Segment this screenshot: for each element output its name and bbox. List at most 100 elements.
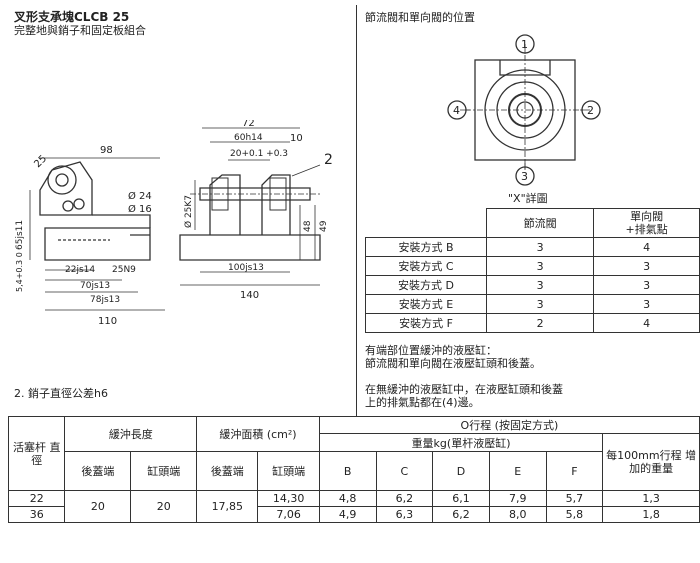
dim-49: 49	[319, 220, 329, 232]
cell-check: 3	[593, 275, 700, 295]
dim-10: 10	[290, 133, 303, 144]
note-line-4: 上的排氣點都在(4)邊。	[365, 396, 480, 409]
cell-weight: 6,2	[375, 490, 434, 507]
valve-section-title: 節流閥和單向閥的位置	[365, 11, 475, 24]
dim-dia16: Ø 16	[128, 203, 152, 215]
col-header-throttle: 節流閥	[485, 208, 595, 238]
cell-weight: 5,7	[545, 490, 604, 507]
dim-70: 70js13	[80, 281, 110, 291]
page-subtitle: 完整地與銷子和固定板組合	[14, 24, 146, 37]
cell-weight: 8,0	[488, 506, 547, 523]
row-label: 安裝方式 E	[365, 294, 487, 314]
header-per-100mm: 每100mm行程 增加的重量	[602, 433, 700, 491]
pin-tolerance-note: 2. 銷子直徑公差h6	[14, 387, 108, 400]
callout-2: 2	[324, 152, 333, 168]
cell-len-head: 20	[130, 490, 198, 523]
dim-dia25k7: Ø 25K7	[183, 195, 194, 228]
row-label: 安裝方式 F	[365, 313, 487, 333]
clevis-bracket-drawing: 98 25 Ø 24 Ø 16 65js11 5,4+0.3 0 22js14 …	[15, 120, 333, 327]
valve-table-corner	[365, 208, 487, 238]
dim-48: 48	[303, 220, 313, 232]
header-cushion-area: 緩沖面積 (cm²)	[196, 416, 320, 452]
cell-check: 4	[593, 237, 700, 257]
header-area-head: 缸頭端	[257, 451, 320, 491]
note-line-3: 在無緩沖的液壓缸中，在液壓缸頭和後蓋	[365, 383, 563, 396]
table-row: 36 7,06 4,9 6,3 6,2 8,0 5,8 1,8	[7, 506, 700, 523]
cell-weight: 5,8	[545, 506, 604, 523]
cell-check: 3	[593, 256, 700, 276]
cell-throttle: 3	[485, 275, 595, 295]
cell-weight: 7,9	[488, 490, 547, 507]
row-label: 安裝方式 D	[365, 275, 487, 295]
valve-position-diagram: 1 2 3 4	[447, 34, 601, 186]
dim-100: 100js13	[228, 263, 264, 273]
section-divider	[356, 5, 357, 417]
dim-60: 60h14	[234, 133, 263, 143]
header-rear-end: 後蓋端	[64, 451, 132, 491]
dim-22: 22js14	[65, 265, 95, 275]
dim-20: 20+0.1 +0.3	[230, 149, 288, 159]
header-head-end: 缸頭端	[130, 451, 198, 491]
valve-pos-4: 4	[453, 104, 460, 117]
cell-add-weight: 1,8	[602, 506, 700, 523]
header-col-b: B	[318, 451, 377, 491]
cell-area-head: 14,30	[257, 490, 320, 507]
dim-72: 72	[242, 120, 255, 129]
cell-weight: 4,9	[318, 506, 377, 523]
cell-weight: 6,3	[375, 506, 434, 523]
header-rod: 活塞杆 直徑	[7, 416, 66, 491]
dim-78: 78js13	[90, 295, 120, 305]
cell-rod: 36	[7, 506, 66, 523]
valve-pos-2: 2	[587, 104, 594, 117]
dim-25n9: 25N9	[112, 265, 136, 275]
row-label: 安裝方式 C	[365, 256, 487, 276]
cell-weight: 6,1	[432, 490, 490, 507]
cell-check: 4	[593, 313, 700, 333]
spec-table: 活塞杆 直徑 緩沖長度 緩沖面積 (cm²) O行程 (按固定方式) 重量kg(…	[7, 416, 700, 523]
header-col-e: E	[488, 451, 547, 491]
cell-add-weight: 1,3	[602, 490, 700, 507]
cell-throttle: 3	[485, 256, 595, 276]
col-header-check: 單向閥+排氣點	[593, 208, 700, 238]
dim-140: 140	[240, 290, 259, 301]
dim-98: 98	[100, 145, 113, 156]
cell-throttle: 3	[485, 294, 595, 314]
valve-pos-1: 1	[521, 38, 528, 51]
dim-dia24: Ø 24	[128, 190, 152, 202]
header-area-rear: 後蓋端	[196, 451, 259, 491]
cell-throttle: 2	[485, 313, 595, 333]
header-col-f: F	[545, 451, 604, 491]
vent-point-label: +排氣點	[625, 223, 668, 236]
note-line-1: 有端部位置緩沖的液壓缸：	[365, 344, 497, 357]
cell-rod: 22	[7, 490, 66, 507]
header-cushion-length: 緩沖長度	[64, 416, 198, 452]
table-row: 後蓋端 缸頭端 後蓋端 缸頭端 B C D E F	[9, 451, 700, 491]
note-line-2: 節流閥和單向閥在液壓缸頭和後蓋。	[365, 357, 541, 370]
cell-len-rear: 20	[64, 490, 132, 523]
dim-65: 65js11	[15, 220, 25, 250]
cell-area-head: 7,06	[257, 506, 320, 523]
cell-weight: 6,2	[432, 506, 490, 523]
detail-x-label: "X"詳圖	[508, 192, 548, 205]
header-weight: 重量kg(單杆液壓缸)	[318, 433, 604, 452]
cell-check: 3	[593, 294, 700, 314]
page-title: 叉形支承塊CLCB 25	[14, 10, 130, 24]
table-row: 活塞杆 直徑 緩沖長度 緩沖面積 (cm²) O行程 (按固定方式)	[7, 416, 700, 491]
dim-110: 110	[98, 316, 117, 327]
cell-area-rear: 17,85	[196, 490, 259, 523]
header-col-c: C	[375, 451, 434, 491]
header-o-stroke: O行程 (按固定方式)	[318, 416, 700, 434]
table-row: 重量kg(單杆液壓缸) 每100mm行程 增加的重量	[9, 433, 700, 491]
table-row: 節流閥 單向閥+排氣點	[365, 208, 700, 238]
dim-5-4: 5,4+0.3 0	[15, 252, 24, 292]
row-label: 安裝方式 B	[365, 237, 487, 257]
cell-weight: 4,8	[318, 490, 377, 507]
cell-throttle: 3	[485, 237, 595, 257]
table-row: 22 20 20 17,85 14,30 4,8 6,2 6,1 7,9 5,7…	[7, 490, 700, 523]
